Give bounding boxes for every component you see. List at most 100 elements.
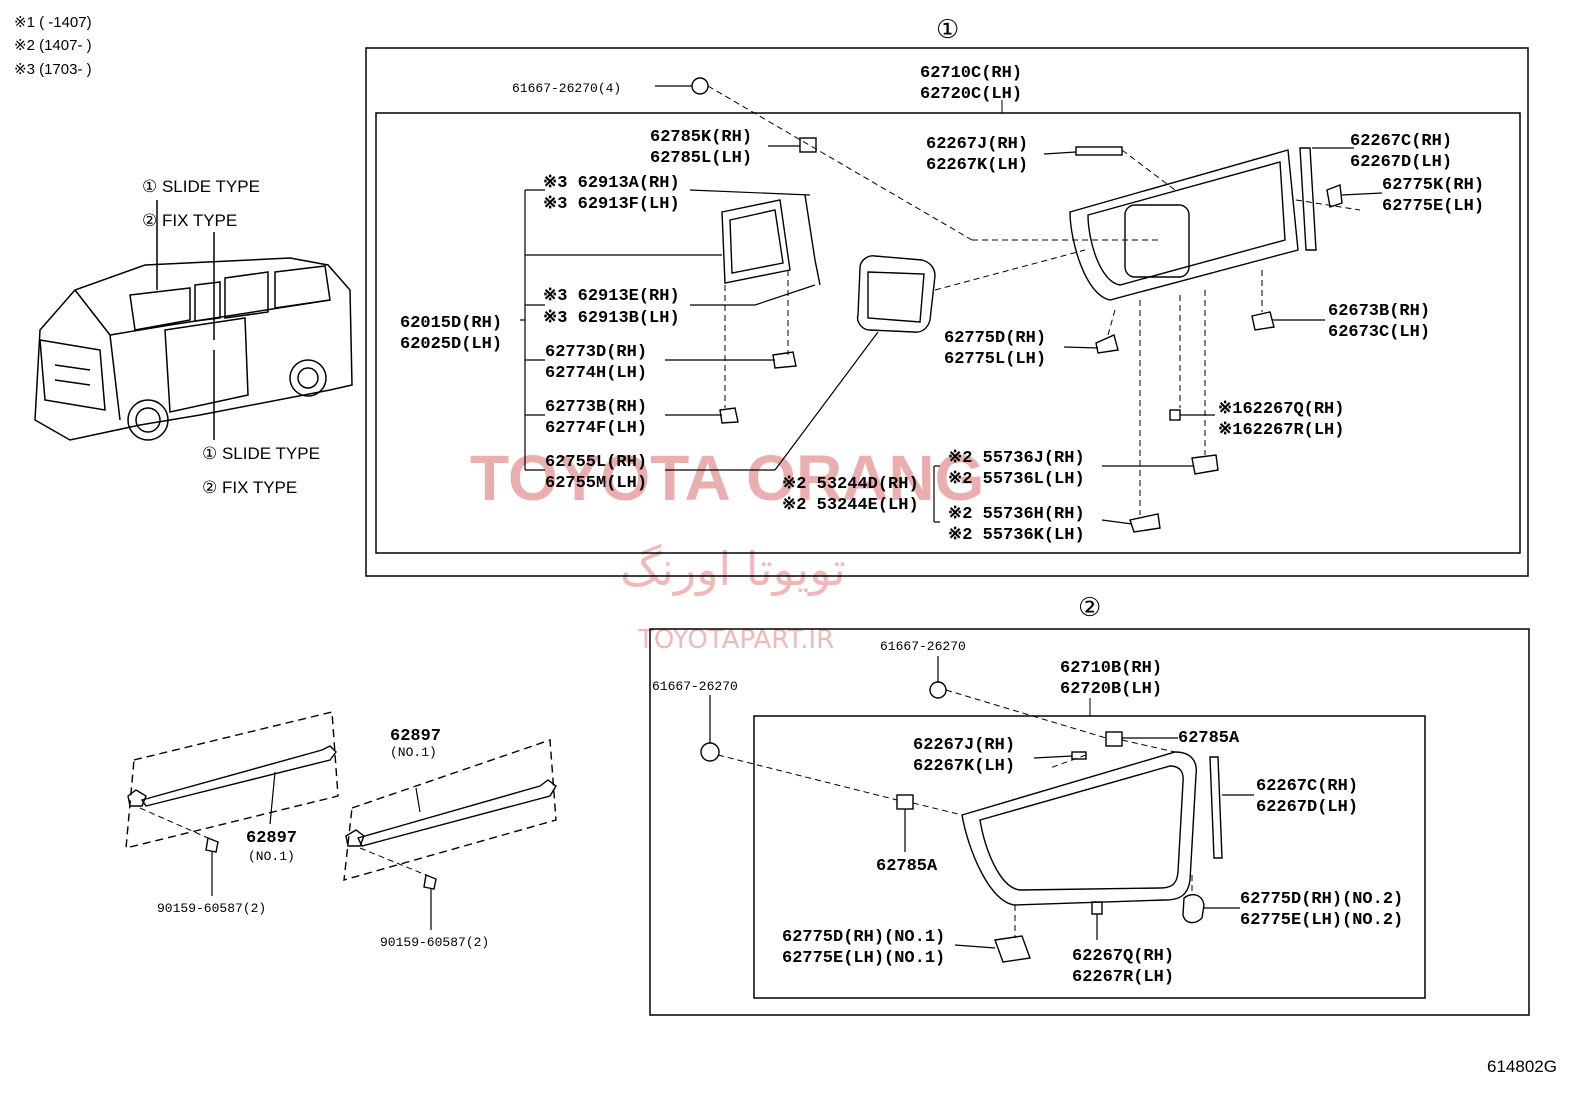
label-62710C: 62710C(RH) — [920, 64, 1022, 83]
bracket-right-end — [345, 829, 365, 847]
label-62775D-no1: 62775D(RH)(NO.1) — [782, 928, 945, 947]
panel-right — [343, 739, 557, 881]
applicability-notes: ※1 ( -1407) ※2 (1407- ) ※3 (1703- ) — [14, 14, 92, 78]
label-62775E-no2: 62775E(LH)(NO.2) — [1240, 911, 1403, 930]
label-62775D: 62775D(RH) — [944, 329, 1046, 348]
bottom-left-dashed — [139, 807, 427, 876]
frame-62755L — [856, 255, 936, 333]
label-62267J: 62267J(RH) — [926, 135, 1028, 154]
clip-62267Q-s2 — [1091, 901, 1103, 915]
label-62785A-mid: 62785A — [876, 857, 938, 876]
section2-leaders — [709, 656, 1254, 949]
clip-6166726270-upper — [929, 681, 947, 699]
label-62785A-top: 62785A — [1178, 729, 1240, 748]
label-62267R: ※162267R(LH) — [1218, 421, 1344, 440]
label-53244D: ※2 53244D(RH) — [782, 475, 919, 494]
slide-window-62015D — [721, 199, 791, 284]
label-62774H: 62774H(LH) — [545, 364, 647, 383]
note-2: ※2 (1407- ) — [14, 37, 92, 54]
label-62785L: 62785L(LH) — [650, 149, 752, 168]
label-62897-right: 62897 — [390, 727, 441, 746]
van-illustration — [34, 200, 353, 441]
label-62025D: 62025D(LH) — [400, 335, 502, 354]
section2-labels: 61667-26270 61667-26270 62710B(RH) 62720… — [652, 639, 1403, 987]
section1-labels: 61667-26270(4) 62710C(RH) 62720C(LH) 627… — [400, 64, 1484, 545]
label-62267Q-s2: 62267Q(RH) — [1072, 947, 1174, 966]
bar-62897-right — [356, 779, 557, 847]
label-62773D: 62773D(RH) — [545, 343, 647, 362]
label-62720C: 62720C(LH) — [920, 85, 1022, 104]
clip-62775K — [1326, 184, 1343, 208]
bolt-left — [205, 837, 219, 853]
label-53244E: ※2 53244E(LH) — [782, 496, 919, 515]
label-55736J: ※2 55736J(RH) — [948, 449, 1085, 468]
cap-62775D-no2 — [1182, 893, 1205, 924]
strip-62267C — [1299, 147, 1317, 251]
label-6166726270-4: 61667-26270(4) — [512, 81, 621, 96]
label-62267C-s2: 62267C(RH) — [1256, 777, 1358, 796]
label-no1-right: (NO.1) — [390, 745, 437, 760]
label-55736H: ※2 55736H(RH) — [948, 505, 1085, 524]
bottom-left-drawings — [125, 711, 557, 890]
label-62774F: 62774F(LH) — [545, 419, 647, 438]
label-62673B: 62673B(RH) — [1328, 302, 1430, 321]
label-62720B: 62720B(LH) — [1060, 680, 1162, 699]
type-legend-lower: ① SLIDE TYPE ② FIX TYPE — [202, 444, 320, 497]
legend-slide-type: ① SLIDE TYPE — [142, 177, 260, 196]
bar-62897-left — [140, 745, 337, 807]
note-3: ※3 (1703- ) — [14, 61, 92, 78]
label-55736K: ※2 55736K(LH) — [948, 526, 1085, 545]
window-glass-62710C — [1069, 149, 1299, 301]
section1-inner-frame — [375, 112, 1521, 554]
label-62267R-s2: 62267R(LH) — [1072, 968, 1174, 987]
label-62785K: 62785K(RH) — [650, 128, 752, 147]
label-62775E: 62775E(LH) — [1382, 197, 1484, 216]
bracket-left-end — [127, 789, 147, 807]
label-62913E: ※3 62913E(RH) — [543, 287, 680, 306]
panel-left — [125, 711, 339, 849]
section1-dashed-lines — [707, 85, 1361, 515]
strip-62267C-s2 — [1209, 756, 1223, 859]
legend-fix-type-2: ② FIX TYPE — [202, 478, 297, 497]
clip-6166726270-left — [700, 742, 720, 762]
label-9015960587-left: 90159-60587(2) — [157, 901, 266, 916]
label-62015D: 62015D(RH) — [400, 314, 502, 333]
watermark-brand: TOYOTA ORANG — [470, 442, 984, 514]
legend-slide-type-2: ① SLIDE TYPE — [202, 444, 320, 463]
label-62897-left: 62897 — [246, 829, 297, 848]
label-62775E-no1: 62775E(LH)(NO.1) — [782, 949, 945, 968]
section1-drawings — [691, 77, 1343, 533]
section2-outer-frame — [649, 628, 1530, 1016]
label-62267C: 62267C(RH) — [1350, 132, 1452, 151]
label-62267D: 62267D(LH) — [1350, 153, 1452, 172]
label-62267J-s2: 62267J(RH) — [913, 736, 1015, 755]
section1-outer-frame — [365, 47, 1529, 577]
bottom-left-labels: 62897 (NO.1) 90159-60587(2) 62897 (NO.1)… — [157, 727, 489, 950]
section1-marker: ① — [936, 14, 959, 44]
clip-62785A-top — [1105, 731, 1123, 747]
bottom-left-leaders — [211, 771, 432, 930]
watermark-site: TOYOTAPART.IR — [637, 625, 834, 655]
window-glass-62710B — [961, 751, 1197, 906]
label-62775K: 62775K(RH) — [1382, 176, 1484, 195]
label-62755M: 62755M(LH) — [545, 474, 647, 493]
label-62913F: ※3 62913F(LH) — [543, 195, 680, 214]
latch-62913A — [804, 194, 821, 286]
clip-62673B — [1251, 311, 1275, 331]
label-62775L: 62775L(LH) — [944, 350, 1046, 369]
label-6166726270-left: 61667-26270 — [652, 679, 738, 694]
cap-62775D — [1095, 334, 1119, 354]
label-62755L: 62755L(RH) — [545, 453, 647, 472]
section2-drawings — [700, 681, 1223, 963]
section2-marker: ② — [1078, 592, 1101, 622]
section1-leaders — [520, 85, 1383, 525]
label-6166726270-upper: 61667-26270 — [880, 639, 966, 654]
clip-62773D — [772, 351, 797, 369]
label-62267K: 62267K(LH) — [926, 156, 1028, 175]
label-62773B: 62773B(RH) — [545, 398, 647, 417]
clip-62785K — [799, 137, 817, 153]
clip-62267Q — [1169, 409, 1181, 421]
label-9015960587-right: 90159-60587(2) — [380, 935, 489, 950]
clip-6166726270-s1 — [691, 77, 709, 95]
